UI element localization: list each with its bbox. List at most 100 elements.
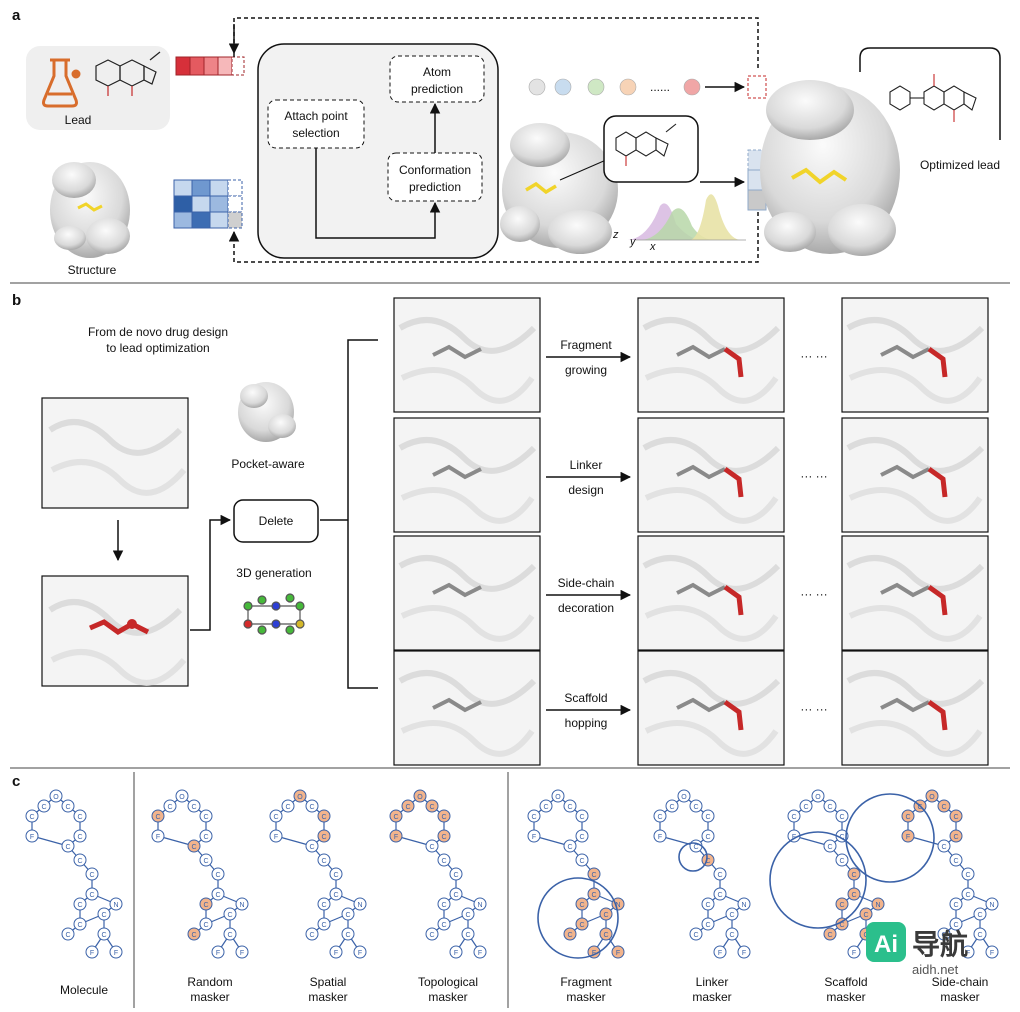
task-label-2: growing (565, 363, 607, 377)
ligand-core (880, 464, 930, 480)
graph-atom-label: F (852, 950, 856, 957)
masker-label-2: masker (940, 990, 979, 1004)
svg-text:Ai: Ai (874, 931, 898, 958)
graph-atom (787, 809, 801, 823)
atom-type-circle (683, 78, 701, 96)
masker-label-1: Side-chain (932, 975, 989, 989)
graph-atom (823, 927, 837, 941)
graph-atom (199, 829, 213, 843)
ellipsis: ··· ··· (800, 469, 827, 483)
graph-atom (527, 829, 541, 843)
atom-output-slot (747, 75, 767, 99)
graph-atom (449, 867, 463, 881)
graph-atom (437, 853, 451, 867)
graph-atom-label: C (941, 804, 946, 811)
graph-atom (61, 839, 75, 853)
pocket-protein-surface (500, 123, 618, 254)
svg-text:Delete: Delete (259, 514, 294, 528)
graph-atom (847, 945, 861, 959)
graph-atom-label: C (953, 922, 958, 929)
cartoon-ribbon (846, 437, 985, 474)
flask-icon (42, 58, 81, 108)
graph-atom (689, 927, 703, 941)
graph-atom-label: C (705, 814, 710, 821)
graph-atom-label: C (603, 912, 608, 919)
optimized-lead-label: Optimized lead (920, 158, 1000, 172)
graph-atom-label: C (65, 932, 70, 939)
graph-atom-label: C (155, 814, 160, 821)
graph-atom-label: C (579, 814, 584, 821)
graph-atom (425, 839, 439, 853)
graph-atom (665, 799, 679, 813)
ligand-core (676, 344, 726, 360)
masker-label-2: masker (428, 990, 467, 1004)
cartoon-ribbon (400, 487, 535, 524)
graph-atom-label: C (827, 932, 832, 939)
graph-atom (599, 927, 613, 941)
graph-atom-label: C (203, 902, 208, 909)
graph-atom-label: C (567, 932, 572, 939)
graph-atom (151, 829, 165, 843)
ligand-core (432, 582, 482, 598)
graph-atom-label: N (989, 902, 994, 909)
graph-atom (25, 829, 39, 843)
delete-box: Delete (233, 499, 319, 543)
svg-text:selection: selection (292, 126, 339, 140)
ligand-core (676, 464, 726, 480)
masker-label-1: Scaffold (824, 975, 867, 989)
cartoon-ribbon (398, 437, 537, 474)
graph-atom-label: C (567, 804, 572, 811)
graph-atom-label: F (478, 950, 482, 957)
graph-atom (25, 809, 39, 823)
graph-atom-label: C (345, 932, 350, 939)
graph-atom-label: N (477, 902, 482, 909)
graph-atom-label: C (215, 872, 220, 879)
graph-atom-label: C (441, 922, 446, 929)
generated-fragment (723, 346, 744, 378)
graph-atom-label: C (567, 844, 572, 851)
graph-atom-label: C (965, 872, 970, 879)
graph-atom (85, 887, 99, 901)
3d-generation-label: 3D generation (236, 566, 311, 580)
graph-atom (425, 927, 439, 941)
graph-atom-label: C (579, 858, 584, 865)
graph-atom (341, 927, 355, 941)
graph-atom-label: C (531, 814, 536, 821)
graph-atom-label: C (851, 872, 856, 879)
graph-atom-label: C (953, 902, 958, 909)
graph-atom-label: C (429, 844, 434, 851)
graph-atom (539, 799, 553, 813)
task-bracket (347, 339, 378, 689)
graph-atom (937, 927, 951, 941)
graph-atom (281, 799, 295, 813)
graph-atom-label: C (579, 922, 584, 929)
graph-atom-label: C (191, 804, 196, 811)
graph-atom (211, 867, 225, 881)
graph-atom-label: N (357, 902, 362, 909)
graph-atom (737, 897, 751, 911)
atom-type-circle (554, 78, 572, 96)
graph-atom (97, 927, 111, 941)
attach-point-box: Attach point selection (267, 99, 365, 149)
graph-atom (389, 809, 403, 823)
atom-dots-ellipsis: ...... (650, 80, 670, 94)
graph-atom (725, 927, 739, 941)
conformation-prediction-box: Conformation prediction (387, 152, 483, 202)
graph-atom (317, 829, 331, 843)
graph-atom (689, 799, 703, 813)
cartoon-ribbon (642, 317, 781, 354)
loop-dashed-bottom (228, 212, 759, 263)
graph-atom (329, 887, 343, 901)
graph-atom (575, 809, 589, 823)
graph-atom-label: C (321, 834, 326, 841)
graph-atom-label: O (815, 794, 821, 801)
graph-atom-label: F (906, 834, 910, 841)
graph-atom (575, 829, 589, 843)
graph-atom-label: C (953, 858, 958, 865)
cartoon-ribbon (400, 720, 535, 757)
graph-atom-label: O (297, 794, 303, 801)
